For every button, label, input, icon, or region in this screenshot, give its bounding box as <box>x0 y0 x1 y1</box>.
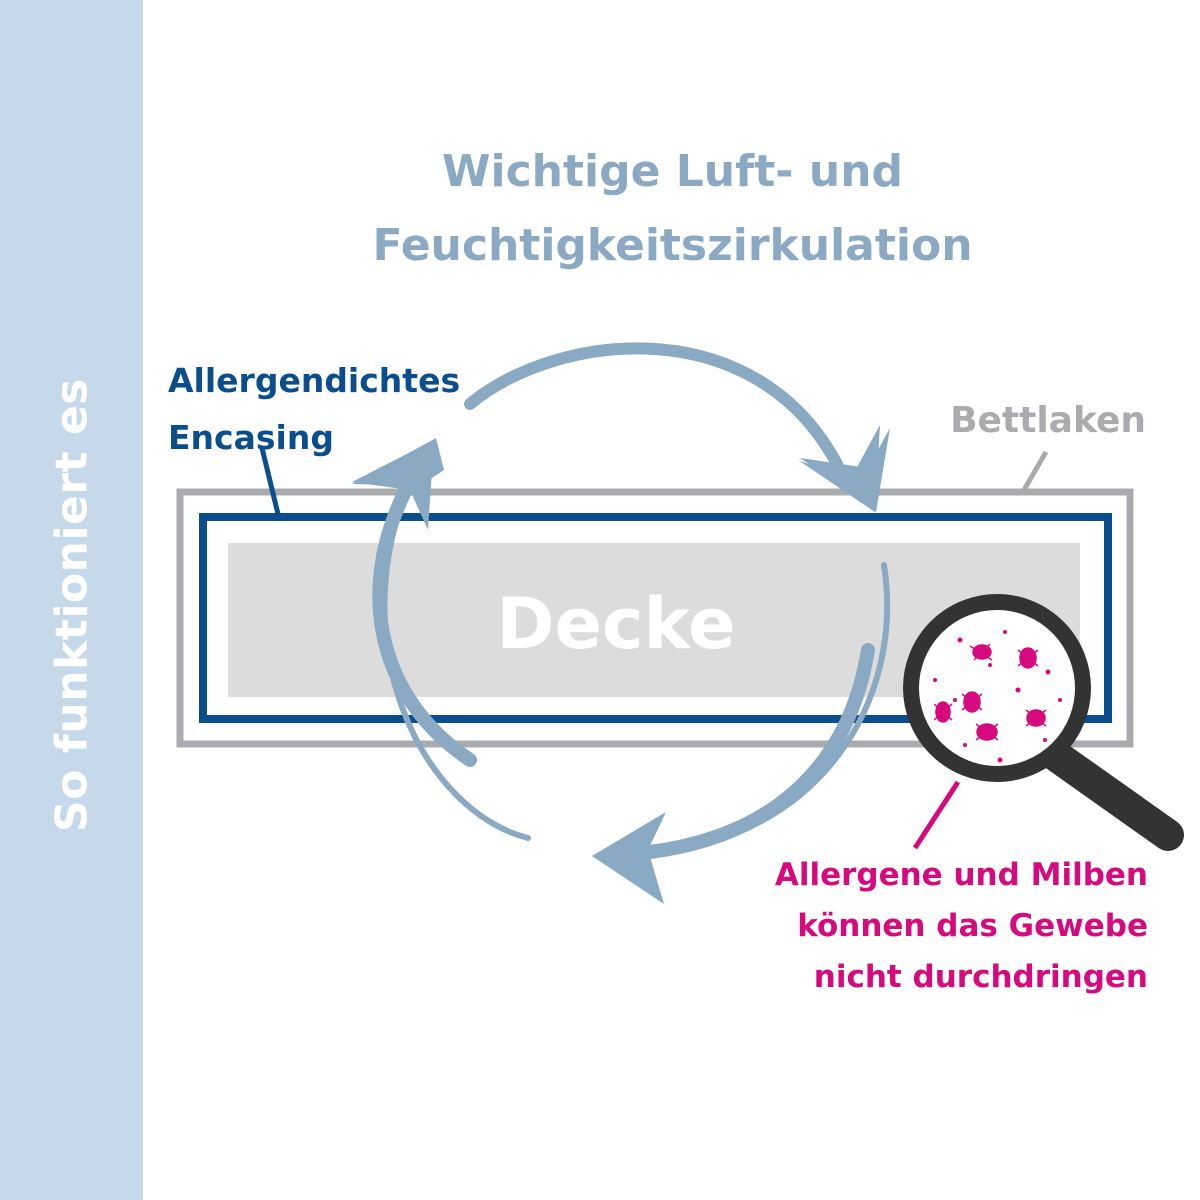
title-line-1: Wichtige Luft- und <box>441 146 904 197</box>
encasing-frame <box>199 513 1112 723</box>
encasing-label: Allergendichtes Encasing <box>168 352 460 466</box>
mite-2 <box>1017 647 1039 669</box>
mite-4 <box>933 701 953 723</box>
side-band <box>0 0 143 1200</box>
magnifier-icon <box>903 594 1184 851</box>
magnifier-lens <box>903 594 1091 782</box>
encasing-label-line-2: Encasing <box>168 418 334 457</box>
arrow-arc-left <box>372 471 477 767</box>
allergen-dots <box>933 630 1062 763</box>
mite-3 <box>961 691 983 713</box>
circulation-arrows <box>352 342 891 904</box>
arrow-arc-lower <box>643 643 875 859</box>
allergen-leader-line <box>912 780 961 850</box>
title-line-2: Feuchtigkeitszirkulation <box>372 220 973 271</box>
arrow-arc-top <box>464 342 846 476</box>
bettlaken-leader-line <box>1021 450 1049 492</box>
encasing-label-line-1: Allergendichtes <box>168 361 461 400</box>
sheet-frame <box>176 488 1134 748</box>
blanket-label: Decke <box>496 583 735 665</box>
mite-5 <box>975 723 999 741</box>
encasing-leader-line <box>259 447 281 515</box>
arrow-head-top-fill <box>798 425 880 512</box>
allergen-label-line-3: nicht durchdringen <box>813 959 1148 995</box>
allergen-label-line-2: können das Gewebe <box>797 908 1148 944</box>
arrow-head-left-fill <box>352 438 444 486</box>
bettlaken-label: Bettlaken <box>950 400 1146 441</box>
magnifier-handle <box>1039 739 1184 851</box>
arrow-head-bottom <box>592 812 666 904</box>
mite-6 <box>1025 709 1047 727</box>
allergen-label: Allergene und Milben können das Gewebe n… <box>775 850 1148 1003</box>
page-title: Wichtige Luft- und Feuchtigkeitszirkulat… <box>145 135 1200 283</box>
mite-icon <box>933 643 1047 741</box>
mite-1 <box>969 643 993 661</box>
allergen-label-line-1: Allergene und Milben <box>774 857 1148 893</box>
